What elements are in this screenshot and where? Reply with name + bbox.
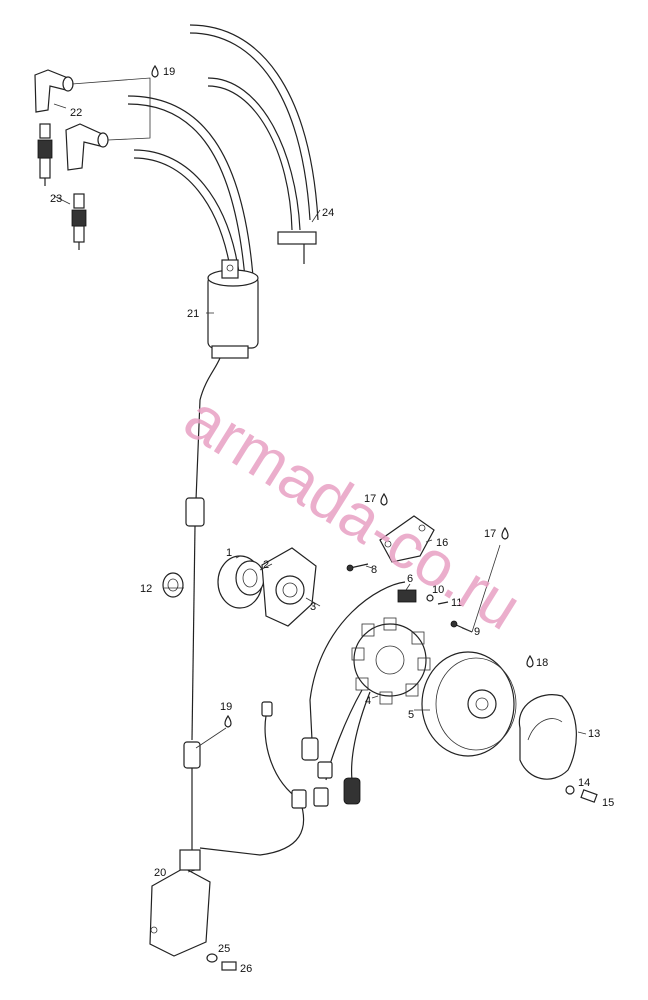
stator-connectors (301, 737, 361, 805)
washer-14 (565, 785, 575, 795)
part-label-26: 26 (240, 963, 252, 975)
leader-19-caps (71, 77, 151, 141)
part-label-8: 8 (371, 564, 377, 576)
leader-lines (53, 103, 587, 873)
bolt-26 (221, 961, 237, 971)
washer-10 (426, 594, 434, 602)
main-wiring-harness (183, 497, 205, 850)
stator (351, 617, 431, 705)
part-label-17-screw: 17 (484, 528, 496, 540)
washer-25 (206, 953, 218, 963)
watermark: armada-co.ru (173, 381, 534, 644)
leader-19-harness (195, 727, 227, 749)
part-label-11: 11 (451, 597, 462, 609)
leader-17-screw (471, 544, 501, 633)
spark-plug-left (37, 123, 53, 186)
part-label-13: 13 (588, 728, 600, 740)
part-label-23: 23 (50, 193, 62, 205)
part-label-14: 14 (578, 777, 590, 789)
part-label-9: 9 (474, 626, 480, 638)
part-label-22: 22 (70, 107, 82, 119)
part-label-10: 10 (432, 584, 444, 596)
flywheel-cover (518, 694, 577, 780)
screw-11 (437, 601, 449, 605)
part-label-25: 25 (218, 943, 230, 955)
screw-8 (346, 563, 369, 572)
part-label-1: 1 (226, 547, 232, 559)
cdi-unit (149, 849, 211, 957)
part-label-3: 3 (310, 601, 316, 613)
cover (379, 515, 435, 563)
flywheel (421, 651, 517, 757)
part-label-16: 16 (436, 537, 448, 549)
part-label-2: 2 (263, 559, 269, 571)
ignition-coil (195, 259, 259, 501)
stator-base-plate (261, 547, 317, 627)
part-label-24: 24 (322, 207, 334, 219)
oil-seal (235, 560, 265, 596)
stator-lead (309, 581, 406, 741)
spark-plug-cap-lower (65, 123, 109, 171)
part-label-15: 15 (602, 797, 614, 809)
cdi-sub-harness (199, 701, 329, 856)
part-label-20: 20 (154, 867, 166, 879)
grommet (162, 572, 184, 598)
ht-lead-set (127, 24, 319, 291)
lube-drop-icon (151, 64, 534, 728)
part-label-5: 5 (408, 709, 414, 721)
part-label-4: 4 (365, 695, 371, 707)
part-label-18: 18 (536, 657, 548, 669)
spark-plug-cap-upper (34, 69, 74, 113)
part-label-19-harness: 19 (220, 701, 232, 713)
bolt-15 (580, 789, 598, 803)
part-label-17-cover: 17 (364, 493, 376, 505)
part-label-12: 12 (140, 583, 152, 595)
part-label-21: 21 (187, 308, 199, 320)
pickup-sensor (397, 589, 417, 603)
part-label-6: 6 (407, 573, 413, 585)
spark-plug-right (71, 193, 87, 250)
part-label-19-caps: 19 (163, 66, 175, 78)
